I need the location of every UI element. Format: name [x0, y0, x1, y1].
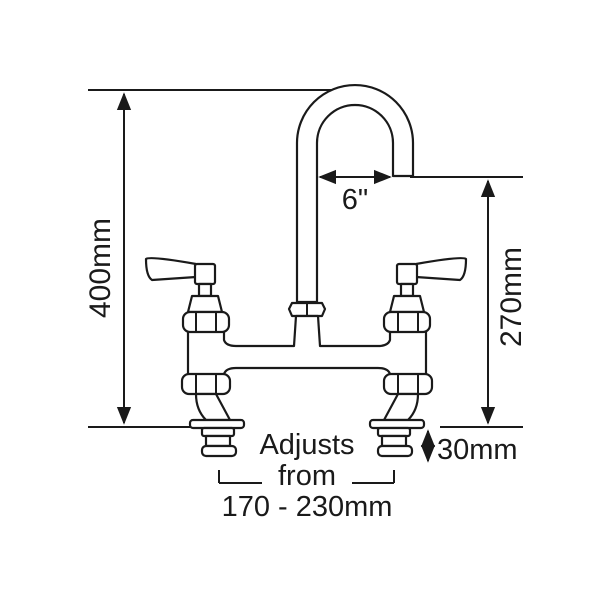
left-lower-hex-nut [180, 372, 232, 396]
shank-length-label: 30mm [437, 434, 518, 466]
right-valve-stem [399, 282, 415, 298]
left-washer [200, 426, 236, 438]
right-angled-shank [382, 392, 420, 422]
right-handle-cap [395, 262, 419, 286]
gooseneck-spout [295, 83, 415, 304]
spout-height-label: 270mm [495, 247, 528, 347]
right-locknut [376, 444, 414, 458]
right-lever-handle-icon [414, 257, 468, 282]
left-valve-stem [197, 282, 213, 298]
left-flange [188, 418, 246, 430]
adjusts-note-range: 170 - 230mm [222, 491, 393, 523]
left-thread-section [204, 434, 232, 448]
left-angled-shank [194, 392, 232, 422]
adjusts-note-line1: Adjusts [259, 429, 354, 461]
left-handle-cap [193, 262, 217, 286]
left-upper-hex-nut [181, 310, 231, 334]
right-flange [368, 418, 426, 430]
right-lower-hex-nut [382, 372, 434, 396]
right-upper-hex-nut [382, 310, 432, 334]
right-valve-bonnet [388, 294, 426, 314]
left-valve-bonnet [186, 294, 224, 314]
spout-reach-label: 6" [342, 184, 368, 216]
left-locknut [200, 444, 238, 458]
left-lever-handle-icon [144, 257, 198, 282]
right-thread-section [380, 434, 408, 448]
height-total-label: 400mm [84, 218, 117, 318]
adjusts-note-line2: from [278, 460, 336, 492]
right-washer [376, 426, 412, 438]
